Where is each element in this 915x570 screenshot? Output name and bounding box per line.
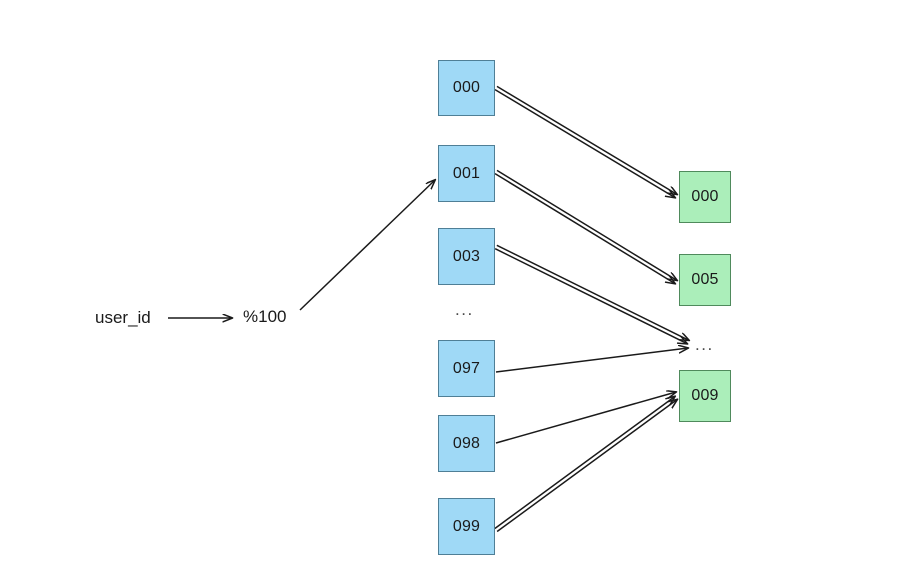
shard-node-098[interactable]: 098 [438, 415, 495, 472]
shard-node-001[interactable]: 001 [438, 145, 495, 202]
shard-node-label: 001 [452, 164, 481, 182]
shard-node-label: 098 [452, 434, 481, 452]
shard-node-099[interactable]: 099 [438, 498, 495, 555]
edge-%100-to-blue-001 [299, 180, 435, 311]
modulo-operation-label: %100 [243, 307, 287, 326]
target-node-label: 009 [691, 387, 719, 404]
shard-list-ellipsis: ... [455, 300, 474, 319]
edge-blue-098-to-green-009 [495, 392, 676, 444]
input-label: user_id [95, 308, 151, 327]
shard-node-000[interactable]: 000 [438, 60, 495, 116]
shard-node-label: 099 [452, 517, 481, 535]
target-node-009[interactable]: 009 [679, 370, 731, 422]
edge-blue-099-to-green-009 [494, 396, 675, 530]
target-list-ellipsis: ... [695, 335, 714, 354]
edge-blue-099-to-green-009 [496, 400, 677, 533]
edge-blue-000-to-green-000 [494, 88, 675, 198]
shard-node-label: 097 [452, 359, 481, 377]
edge-blue-003-to-right-ellipsis [494, 248, 687, 344]
shard-node-003[interactable]: 003 [438, 228, 495, 285]
target-node-000[interactable]: 000 [679, 171, 731, 223]
target-node-label: 005 [691, 271, 719, 288]
shard-node-label: 000 [452, 79, 481, 96]
edge-blue-000-to-green-000 [496, 85, 677, 194]
edge-blue-097-to-right-ellipsis [495, 348, 688, 373]
shard-node-label: 003 [452, 247, 481, 265]
target-node-label: 000 [691, 188, 719, 205]
edge-blue-001-to-green-005 [494, 172, 675, 284]
edge-blue-001-to-green-005 [496, 169, 677, 280]
target-node-005[interactable]: 005 [679, 254, 731, 306]
edge-blue-003-to-right-ellipsis [496, 244, 689, 340]
shard-node-097[interactable]: 097 [438, 340, 495, 397]
